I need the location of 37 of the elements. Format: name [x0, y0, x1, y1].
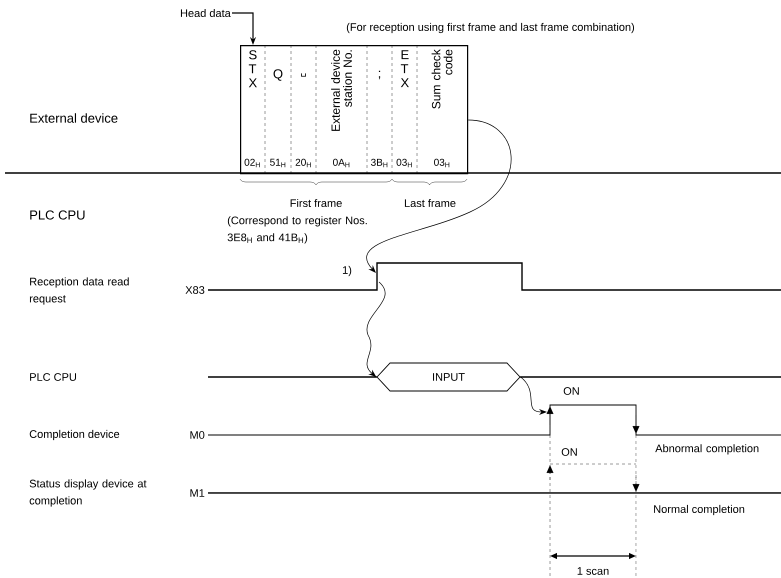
- text-label: Normal completion: [654, 504, 744, 516]
- arrow: [366, 120, 512, 273]
- text-label: ON: [564, 387, 579, 395]
- hex-value: 03$_{H}$: [434, 158, 450, 168]
- callout-text: Head data: [180, 8, 231, 18]
- hex-value: 20$_{H}$: [296, 158, 311, 168]
- text-label: ON: [562, 448, 577, 456]
- field-label: ;: [378, 70, 380, 80]
- hex-value: 3B$_{H}$: [371, 158, 388, 168]
- field-label: Q: [274, 69, 282, 81]
- text-label: M1: [190, 489, 204, 497]
- text-label: Completion device: [30, 430, 120, 440]
- field-label: External device station No.: [331, 50, 352, 131]
- text-label: PLC CPU: [30, 210, 85, 220]
- text-label: (Correspond to register Nos. 3E8$_{H}$ and 41B$_{H}$): [228, 216, 367, 244]
- text-label: X83: [185, 286, 204, 294]
- hex-value: 0A$_{H}$: [333, 158, 350, 168]
- hex-value: 51$_{H}$: [270, 158, 286, 168]
- field-label: S T X: [248, 50, 257, 88]
- arrow: [366, 282, 386, 377]
- text-label: Last frame: [404, 198, 456, 208]
- field-label: ␣: [301, 73, 306, 77]
- text-label: 1): [342, 266, 352, 276]
- text-label: Status display device at completion: [30, 479, 146, 507]
- hex-value: 02$_{H}$: [244, 158, 260, 168]
- field-label: E T X: [400, 50, 409, 88]
- text-label: External device: [30, 113, 118, 123]
- text-label: Abnormal completion: [655, 444, 758, 454]
- text-label: Reception data read request: [30, 277, 129, 305]
- text-label: 1 scan: [578, 567, 608, 575]
- text-label: First frame: [290, 198, 342, 208]
- hex-value: 03$_{H}$: [396, 158, 412, 168]
- field-label: Sum check code: [432, 49, 452, 109]
- text-label: M0: [190, 431, 204, 439]
- text-label: PLC CPU: [30, 373, 76, 381]
- process-hexagon: INPUT: [376, 362, 521, 392]
- text-label: (For reception using first frame and last frame combination): [346, 22, 634, 34]
